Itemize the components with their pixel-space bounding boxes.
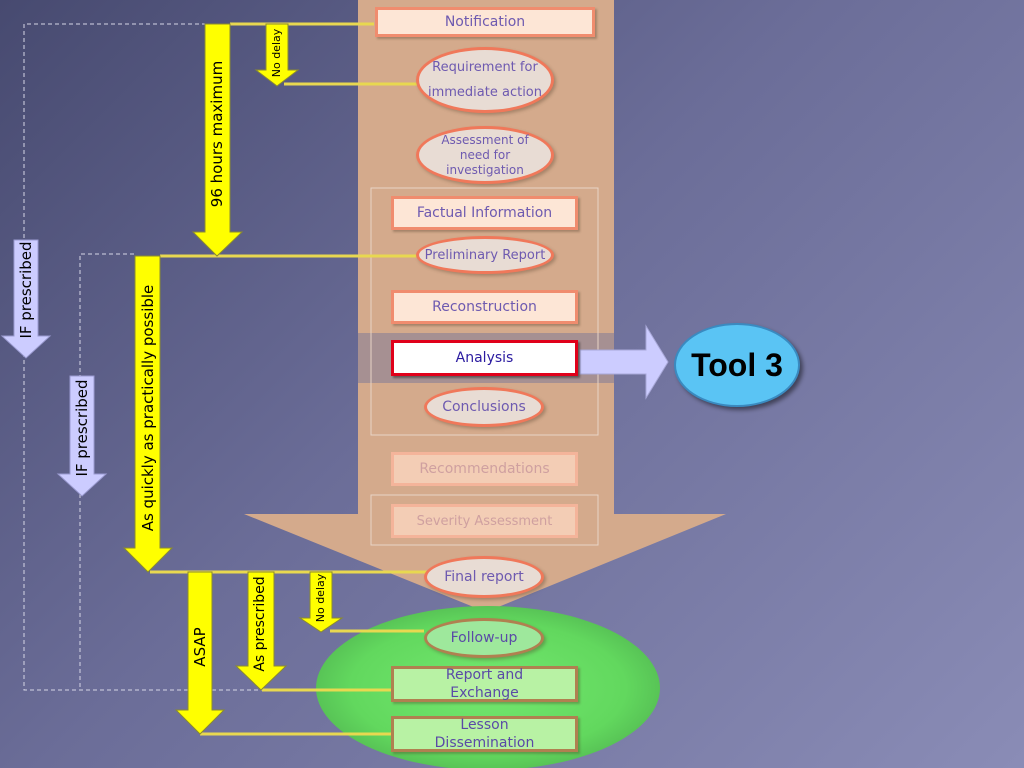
- arrow-asap: [174, 571, 226, 735]
- reconstruction-box: Reconstruction: [391, 290, 578, 324]
- label-as-prescribed: As prescribed: [252, 576, 268, 672]
- analysis-label: Analysis: [455, 350, 514, 366]
- label-if-prescribed-1: IF prescribed: [17, 241, 35, 339]
- severity-assessment-label: Severity Assessment: [416, 513, 553, 529]
- tool-3-oval: Tool 3: [674, 323, 800, 407]
- report-exchange-line-1: Report and: [445, 667, 524, 683]
- preliminary-report-oval: Preliminary Report: [416, 236, 554, 274]
- label-no-delay-2: No delay: [314, 573, 327, 623]
- arrow-if-prescribed-2: [56, 375, 108, 497]
- assessment-line-3: investigation: [446, 162, 524, 177]
- assessment-line-1: Assessment of: [441, 132, 529, 147]
- report-exchange-line-2: Exchange: [450, 685, 519, 701]
- requirement-line-2: immediate action: [427, 85, 542, 100]
- label-asap: ASAP: [191, 627, 209, 667]
- requirement-line-1: Requirement for: [432, 60, 538, 75]
- assessment-label: Assessment of need for investigation: [441, 133, 528, 178]
- follow-up-label: Follow-up: [450, 630, 518, 646]
- arrow-no-delay-2: [298, 571, 344, 633]
- report-exchange-label: Report and Exchange: [446, 666, 523, 702]
- arrow-as-prescribed: [234, 571, 288, 691]
- requirement-label: Requirement for immediate action: [428, 55, 542, 105]
- report-exchange-box: Report and Exchange: [391, 666, 578, 702]
- arrow-to-tool: [579, 324, 669, 400]
- lesson-dissemination-line-2: Dissemination: [434, 735, 535, 751]
- label-no-delay-1: No delay: [270, 28, 283, 78]
- recommendations-label: Recommendations: [419, 461, 550, 477]
- factual-information-label: Factual Information: [416, 205, 553, 221]
- tool-3-label: Tool 3: [691, 346, 783, 383]
- assessment-line-2: need for: [459, 147, 511, 162]
- assessment-oval: Assessment of need for investigation: [416, 126, 554, 184]
- final-report-label: Final report: [444, 569, 524, 585]
- preliminary-report-label: Preliminary Report: [424, 247, 546, 263]
- label-96-hours: 96 hours maximum: [208, 60, 226, 208]
- follow-up-oval: Follow-up: [424, 618, 544, 658]
- conclusions-label: Conclusions: [442, 399, 526, 415]
- severity-assessment-box: Severity Assessment: [391, 504, 578, 538]
- arrow-if-prescribed-1: [0, 239, 52, 359]
- recommendations-box: Recommendations: [391, 452, 578, 486]
- factual-information-box: Factual Information: [391, 196, 578, 230]
- label-as-quickly: As quickly as practically possible: [139, 284, 157, 532]
- arrow-96-hours: [191, 23, 244, 257]
- requirement-oval: Requirement for immediate action: [416, 47, 554, 113]
- final-report-oval: Final report: [424, 556, 544, 598]
- analysis-box: Analysis: [391, 340, 578, 376]
- if-prescribed-path-outer: [23, 23, 374, 691]
- lesson-dissemination-line-1: Lesson: [460, 717, 509, 733]
- arrow-as-quickly: [122, 255, 174, 573]
- reconstruction-label: Reconstruction: [432, 299, 537, 315]
- lesson-dissemination-box: Lesson Dissemination: [391, 716, 578, 752]
- label-if-prescribed-2: IF prescribed: [73, 379, 91, 477]
- if-prescribed-path-inner: [79, 253, 134, 690]
- notification-box: Notification: [375, 7, 595, 37]
- conclusions-oval: Conclusions: [424, 387, 544, 427]
- lesson-dissemination-label: Lesson Dissemination: [435, 716, 535, 752]
- notification-label: Notification: [444, 14, 526, 30]
- arrow-no-delay-1: [254, 23, 300, 87]
